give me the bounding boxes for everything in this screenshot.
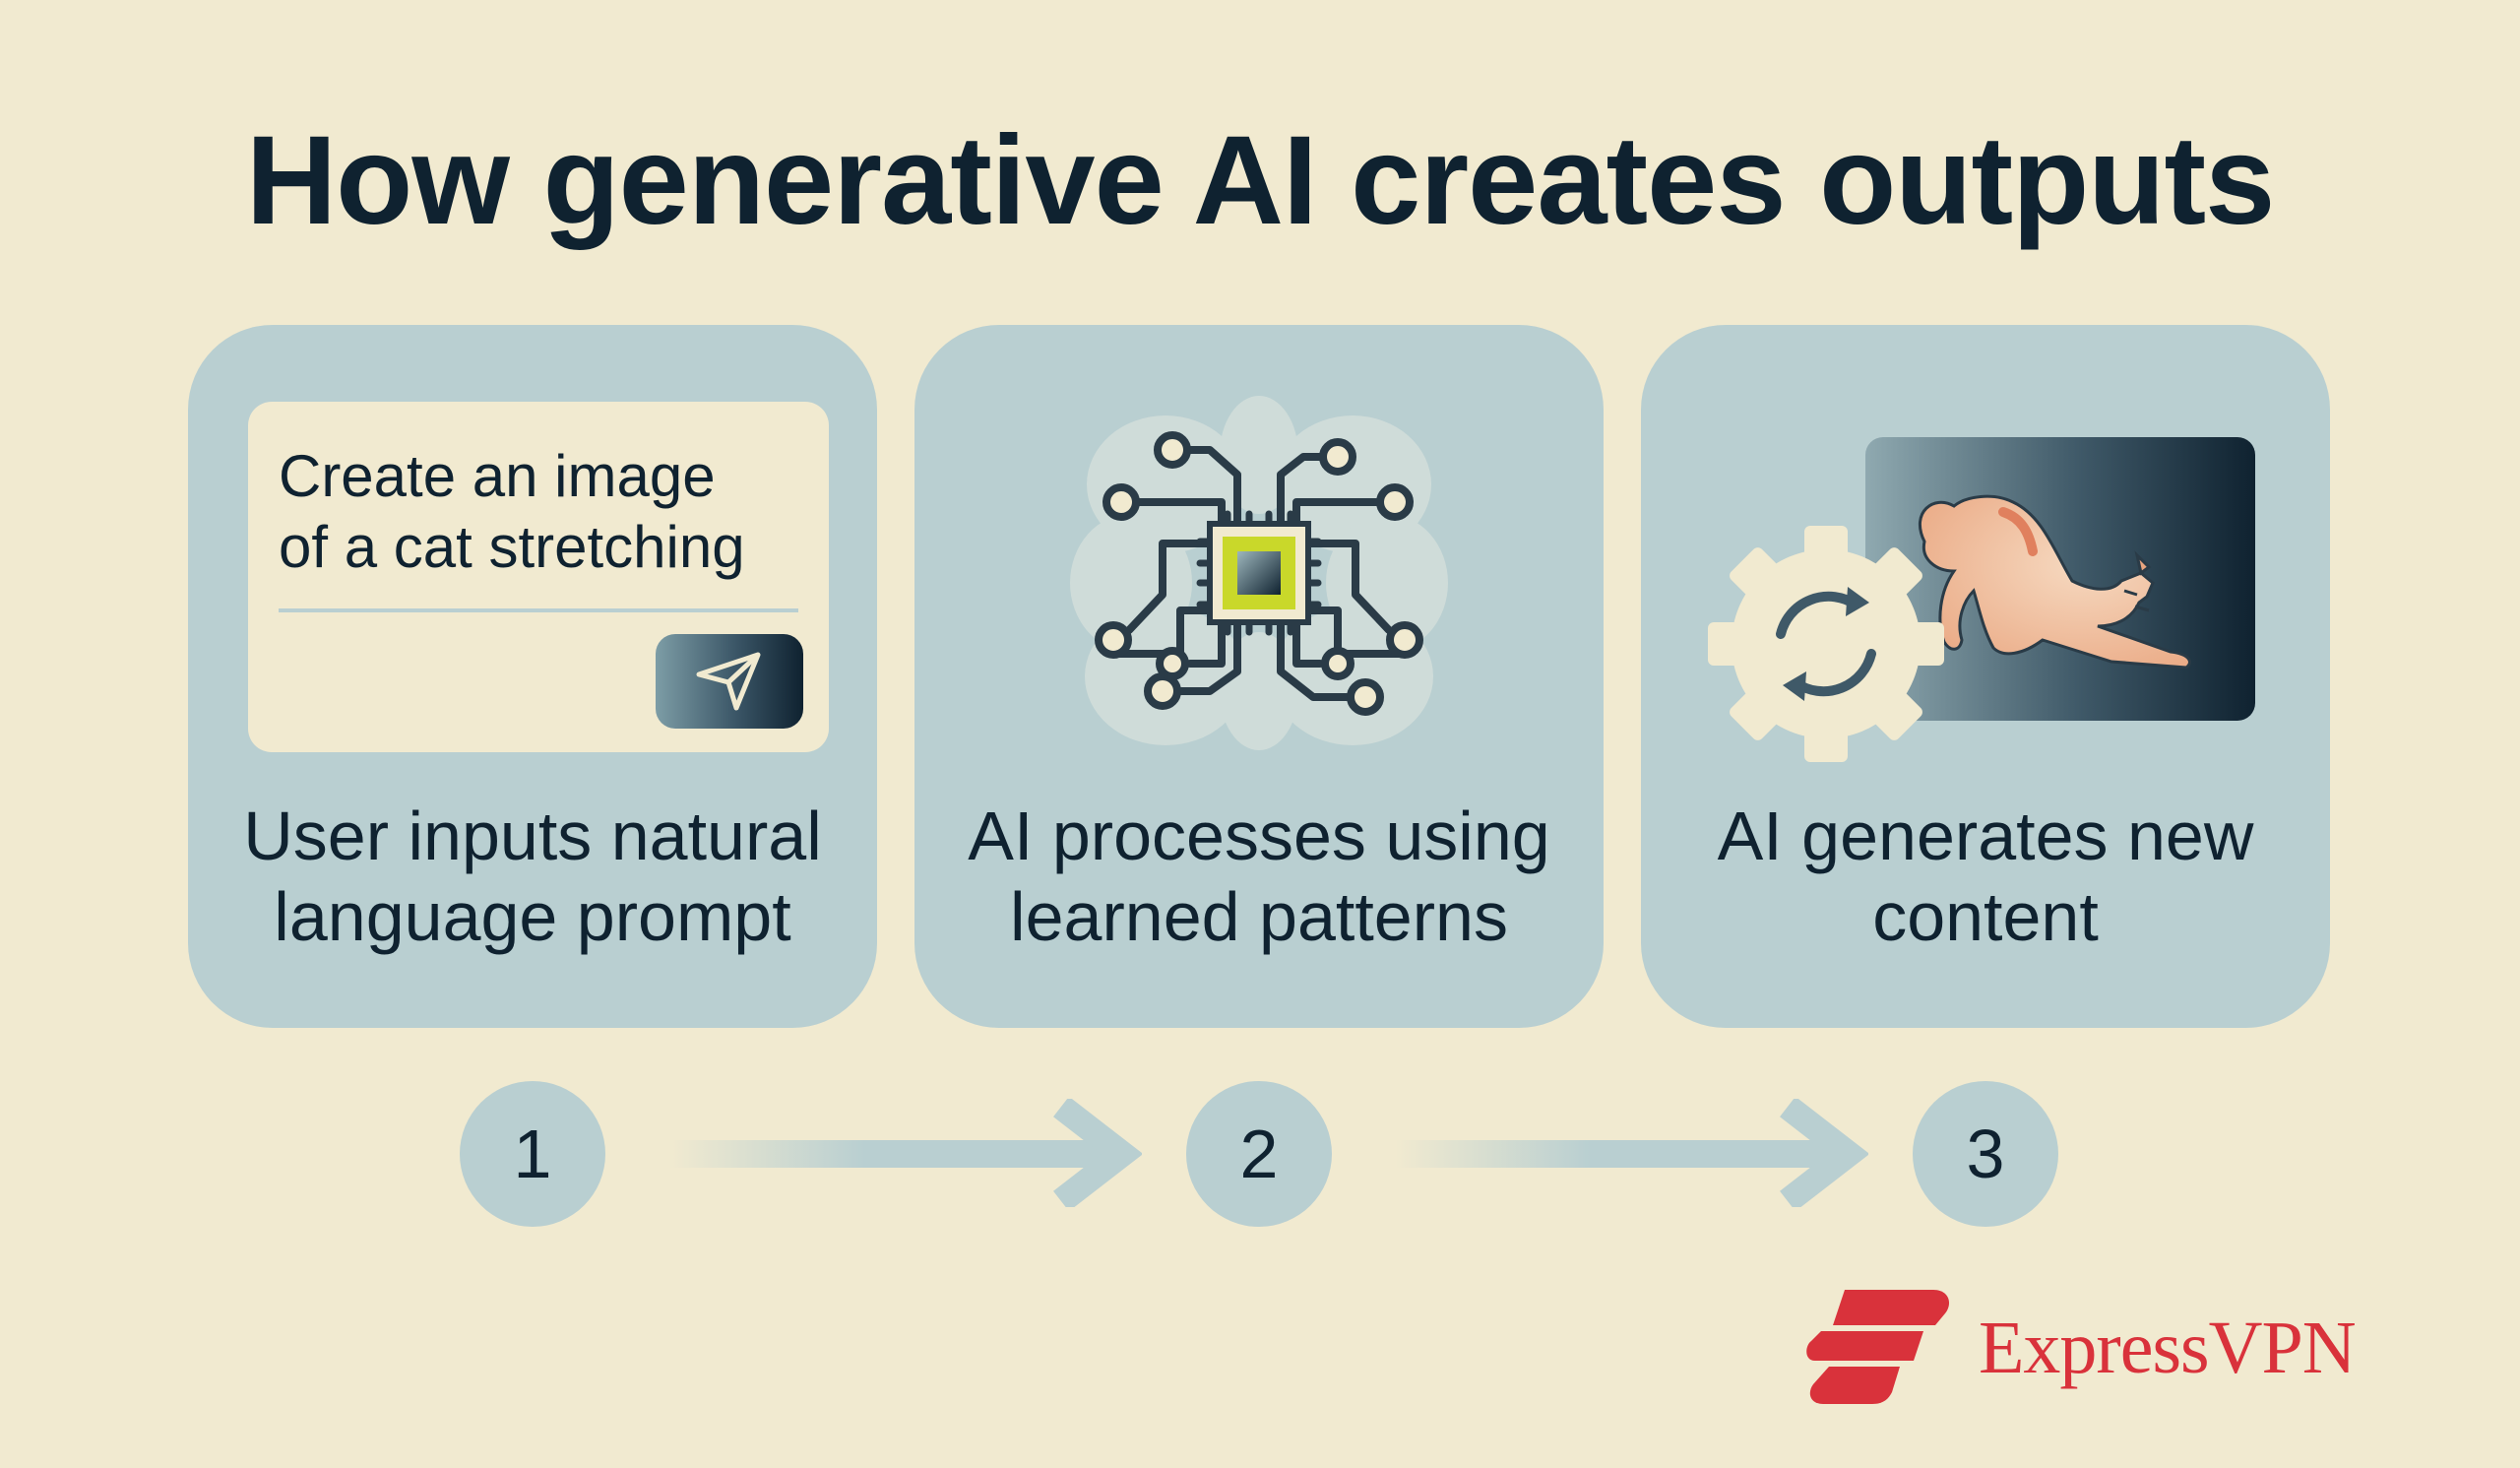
send-button xyxy=(656,634,803,729)
brain-circuit-icon xyxy=(1070,396,1448,750)
cat-illustration xyxy=(1918,494,2191,670)
card-caption-process: AI processes using learned patterns xyxy=(968,798,1550,955)
expressvpn-logo-icon xyxy=(1806,1290,1949,1404)
prompt-text: Create an image of a cat stretching xyxy=(279,443,745,580)
generated-image-icon xyxy=(1708,437,2255,762)
send-icon xyxy=(696,652,761,711)
brand-name: ExpressVPN xyxy=(1979,1307,2357,1389)
prompt-divider xyxy=(279,608,798,612)
step-card-output: AI generates new content xyxy=(1641,325,2330,1028)
step-card-input: Create an image of a cat stretching User… xyxy=(188,325,877,1028)
page-title: How generative AI creates outputs xyxy=(245,110,2276,251)
refresh-icon xyxy=(1776,591,1876,697)
arrow-right-icon xyxy=(1396,1099,1868,1207)
step-number-3: 3 xyxy=(1913,1081,2058,1227)
gear-icon xyxy=(1708,526,1944,762)
step-card-process: AI processes using learned patterns xyxy=(914,325,1604,1028)
card-caption-input: User inputs natural language prompt xyxy=(243,798,822,955)
step-number-2: 2 xyxy=(1186,1081,1332,1227)
prompt-box: Create an image of a cat stretching xyxy=(248,402,829,752)
arrow-right-icon xyxy=(669,1099,1142,1207)
step-number-1: 1 xyxy=(460,1081,605,1227)
card-caption-output: AI generates new content xyxy=(1717,798,2254,955)
